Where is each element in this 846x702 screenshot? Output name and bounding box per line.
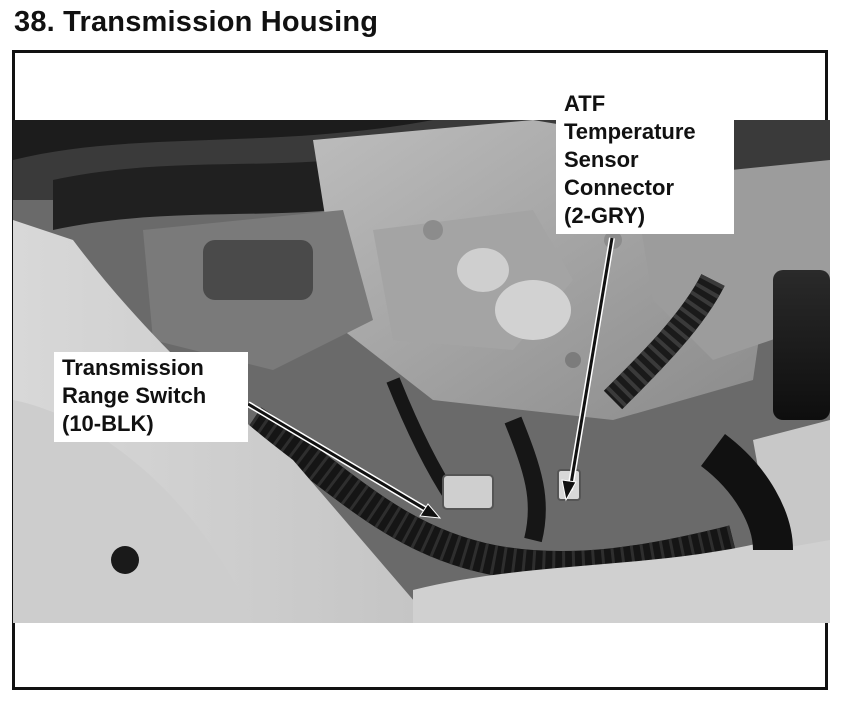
- atf-callout-line-3: Sensor: [564, 147, 639, 172]
- page-title: 38. Transmission Housing: [14, 6, 379, 38]
- atf-callout-line-4: Connector: [564, 175, 674, 200]
- range-switch-callout: Transmission Range Switch (10-BLK): [54, 352, 248, 442]
- trs-callout-line-2: Range Switch: [62, 383, 207, 408]
- atf-callout-line-2: Temperature: [564, 119, 696, 144]
- atf-sensor-callout: ATF Temperature Sensor Connector (2-GRY): [556, 88, 734, 234]
- atf-callout-line-1: ATF: [564, 91, 606, 116]
- trs-callout-line-1: Transmission: [62, 355, 204, 380]
- atf-callout-line-5: (2-GRY): [564, 203, 646, 228]
- trs-callout-line-3: (10-BLK): [62, 411, 154, 436]
